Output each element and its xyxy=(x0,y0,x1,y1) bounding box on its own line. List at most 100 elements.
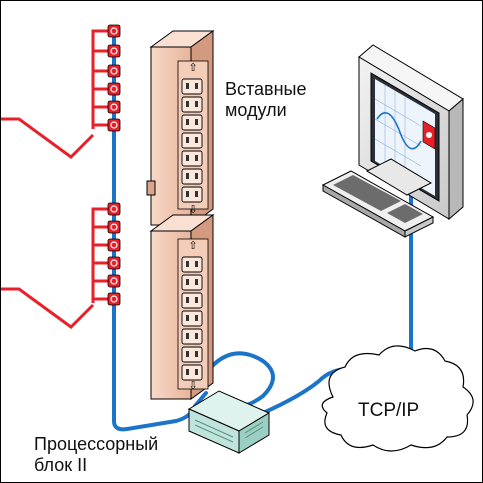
power-status-icon xyxy=(107,202,121,216)
outlet-socket-pin xyxy=(195,173,198,179)
plug-in-module-lower: ⇧ ⇩ xyxy=(149,214,215,400)
outlet-socket xyxy=(181,150,203,167)
power-status-icon-glyph xyxy=(110,295,118,303)
computer-monitor xyxy=(358,44,464,221)
power-status-icon-glyph xyxy=(110,85,118,93)
outlet-socket-pin xyxy=(186,369,189,375)
outlet-socket-pin xyxy=(195,191,198,197)
arrow-down-icon: ⇩ xyxy=(188,379,197,392)
outlet-sockets-upper xyxy=(181,78,203,203)
power-status-icon-glyph xyxy=(110,27,118,35)
power-status-icon-glyph xyxy=(110,103,118,111)
outlet-socket-pin xyxy=(195,351,198,357)
power-cable-tap xyxy=(91,29,109,35)
power-cable-tap xyxy=(91,261,109,267)
power-status-icon xyxy=(107,100,121,114)
power-cable-tap xyxy=(91,225,109,231)
power-cable-incoming xyxy=(1,117,95,159)
processor-unit-label-line-2: блок II xyxy=(34,455,88,475)
outlet-socket xyxy=(181,256,203,273)
plug-in-modules-label-line-2: модули xyxy=(225,100,287,120)
processor-unit-box xyxy=(187,390,271,454)
power-status-icon xyxy=(107,82,121,96)
power-status-icon-glyph xyxy=(110,223,118,231)
outlet-socket xyxy=(181,168,203,185)
arrow-up-icon: ⇧ xyxy=(188,61,197,74)
power-status-icon xyxy=(107,118,121,132)
outlet-socket-pin xyxy=(195,101,198,107)
plug-in-modules-label-line-1: Вставные xyxy=(225,79,307,99)
power-cable-tap xyxy=(91,87,109,93)
power-status-icon xyxy=(107,292,121,306)
power-status-icon xyxy=(107,24,121,38)
power-cables-lower xyxy=(1,207,109,329)
power-status-icon-glyph xyxy=(110,241,118,249)
outlet-socket xyxy=(181,78,203,95)
power-status-icon-glyph xyxy=(110,121,118,129)
module-to-processor-cable xyxy=(204,351,275,408)
outlet-socket xyxy=(181,274,203,291)
outlet-socket-pin xyxy=(195,369,198,375)
outlet-socket-pin xyxy=(195,137,198,143)
outlet-socket xyxy=(181,114,203,131)
power-cable-tap xyxy=(91,279,109,285)
power-cables-upper xyxy=(1,29,109,159)
arrow-down-icon: ⇩ xyxy=(188,203,197,216)
arrow-up-icon: ⇧ xyxy=(188,239,197,252)
outlet-socket-pin xyxy=(186,101,189,107)
outlet-socket-pin xyxy=(186,297,189,303)
power-cable-tap xyxy=(91,105,109,111)
power-cable-tap xyxy=(91,123,109,129)
power-status-icon-glyph xyxy=(110,67,118,75)
computer-keyboard xyxy=(321,170,435,238)
outlet-socket xyxy=(181,310,203,327)
outlet-socket-pin xyxy=(186,83,189,89)
power-cable-tap xyxy=(91,207,109,213)
outlet-socket-pin xyxy=(195,279,198,285)
outlet-socket xyxy=(181,328,203,345)
outlet-socket-pin xyxy=(186,261,189,267)
processor-unit-label: Процессорный блок II xyxy=(34,434,158,476)
power-cable-tap xyxy=(91,49,109,55)
outlet-socket-pin xyxy=(186,119,189,125)
power-cable-tap xyxy=(91,243,109,249)
outlet-socket-pin xyxy=(195,297,198,303)
outlet-socket-pin xyxy=(186,315,189,321)
plug-in-module-upper: ⇧ ⇩ xyxy=(146,30,215,226)
power-status-icon xyxy=(107,220,121,234)
power-status-icon xyxy=(107,256,121,270)
power-status-icon xyxy=(107,274,121,288)
outlet-socket xyxy=(181,346,203,363)
power-cable-tap xyxy=(91,69,109,75)
outlet-socket-pin xyxy=(186,351,189,357)
power-status-icon-glyph xyxy=(110,277,118,285)
plug-in-modules-label: Вставные модули xyxy=(225,79,307,121)
outlet-socket-pin xyxy=(186,137,189,143)
outlet-socket xyxy=(181,96,203,113)
outlet-sockets-lower xyxy=(181,256,203,381)
processor-unit-label-line-1: Процессорный xyxy=(34,434,159,454)
power-cable-incoming xyxy=(1,287,95,329)
power-status-icon-glyph xyxy=(110,47,118,55)
outlet-socket-pin xyxy=(195,315,198,321)
outlet-socket-pin xyxy=(195,155,198,161)
outlet-socket-pin xyxy=(195,119,198,125)
power-status-icon-glyph xyxy=(110,205,118,213)
power-status-icon xyxy=(107,238,121,252)
outlet-socket-pin xyxy=(195,261,198,267)
tcpip-network-label: TCP/IP xyxy=(358,400,420,421)
network-cloud xyxy=(321,345,474,452)
power-status-icon-glyph xyxy=(110,259,118,267)
outlet-socket xyxy=(181,364,203,381)
outlet-socket-pin xyxy=(195,333,198,339)
power-status-icon xyxy=(107,64,121,78)
power-cable-tap xyxy=(91,297,109,303)
outlet-socket xyxy=(181,132,203,149)
outlet-socket-pin xyxy=(186,333,189,339)
outlet-socket-pin xyxy=(186,279,189,285)
outlet-socket-pin xyxy=(186,173,189,179)
power-status-icon xyxy=(107,44,121,58)
outlet-socket-pin xyxy=(186,155,189,161)
